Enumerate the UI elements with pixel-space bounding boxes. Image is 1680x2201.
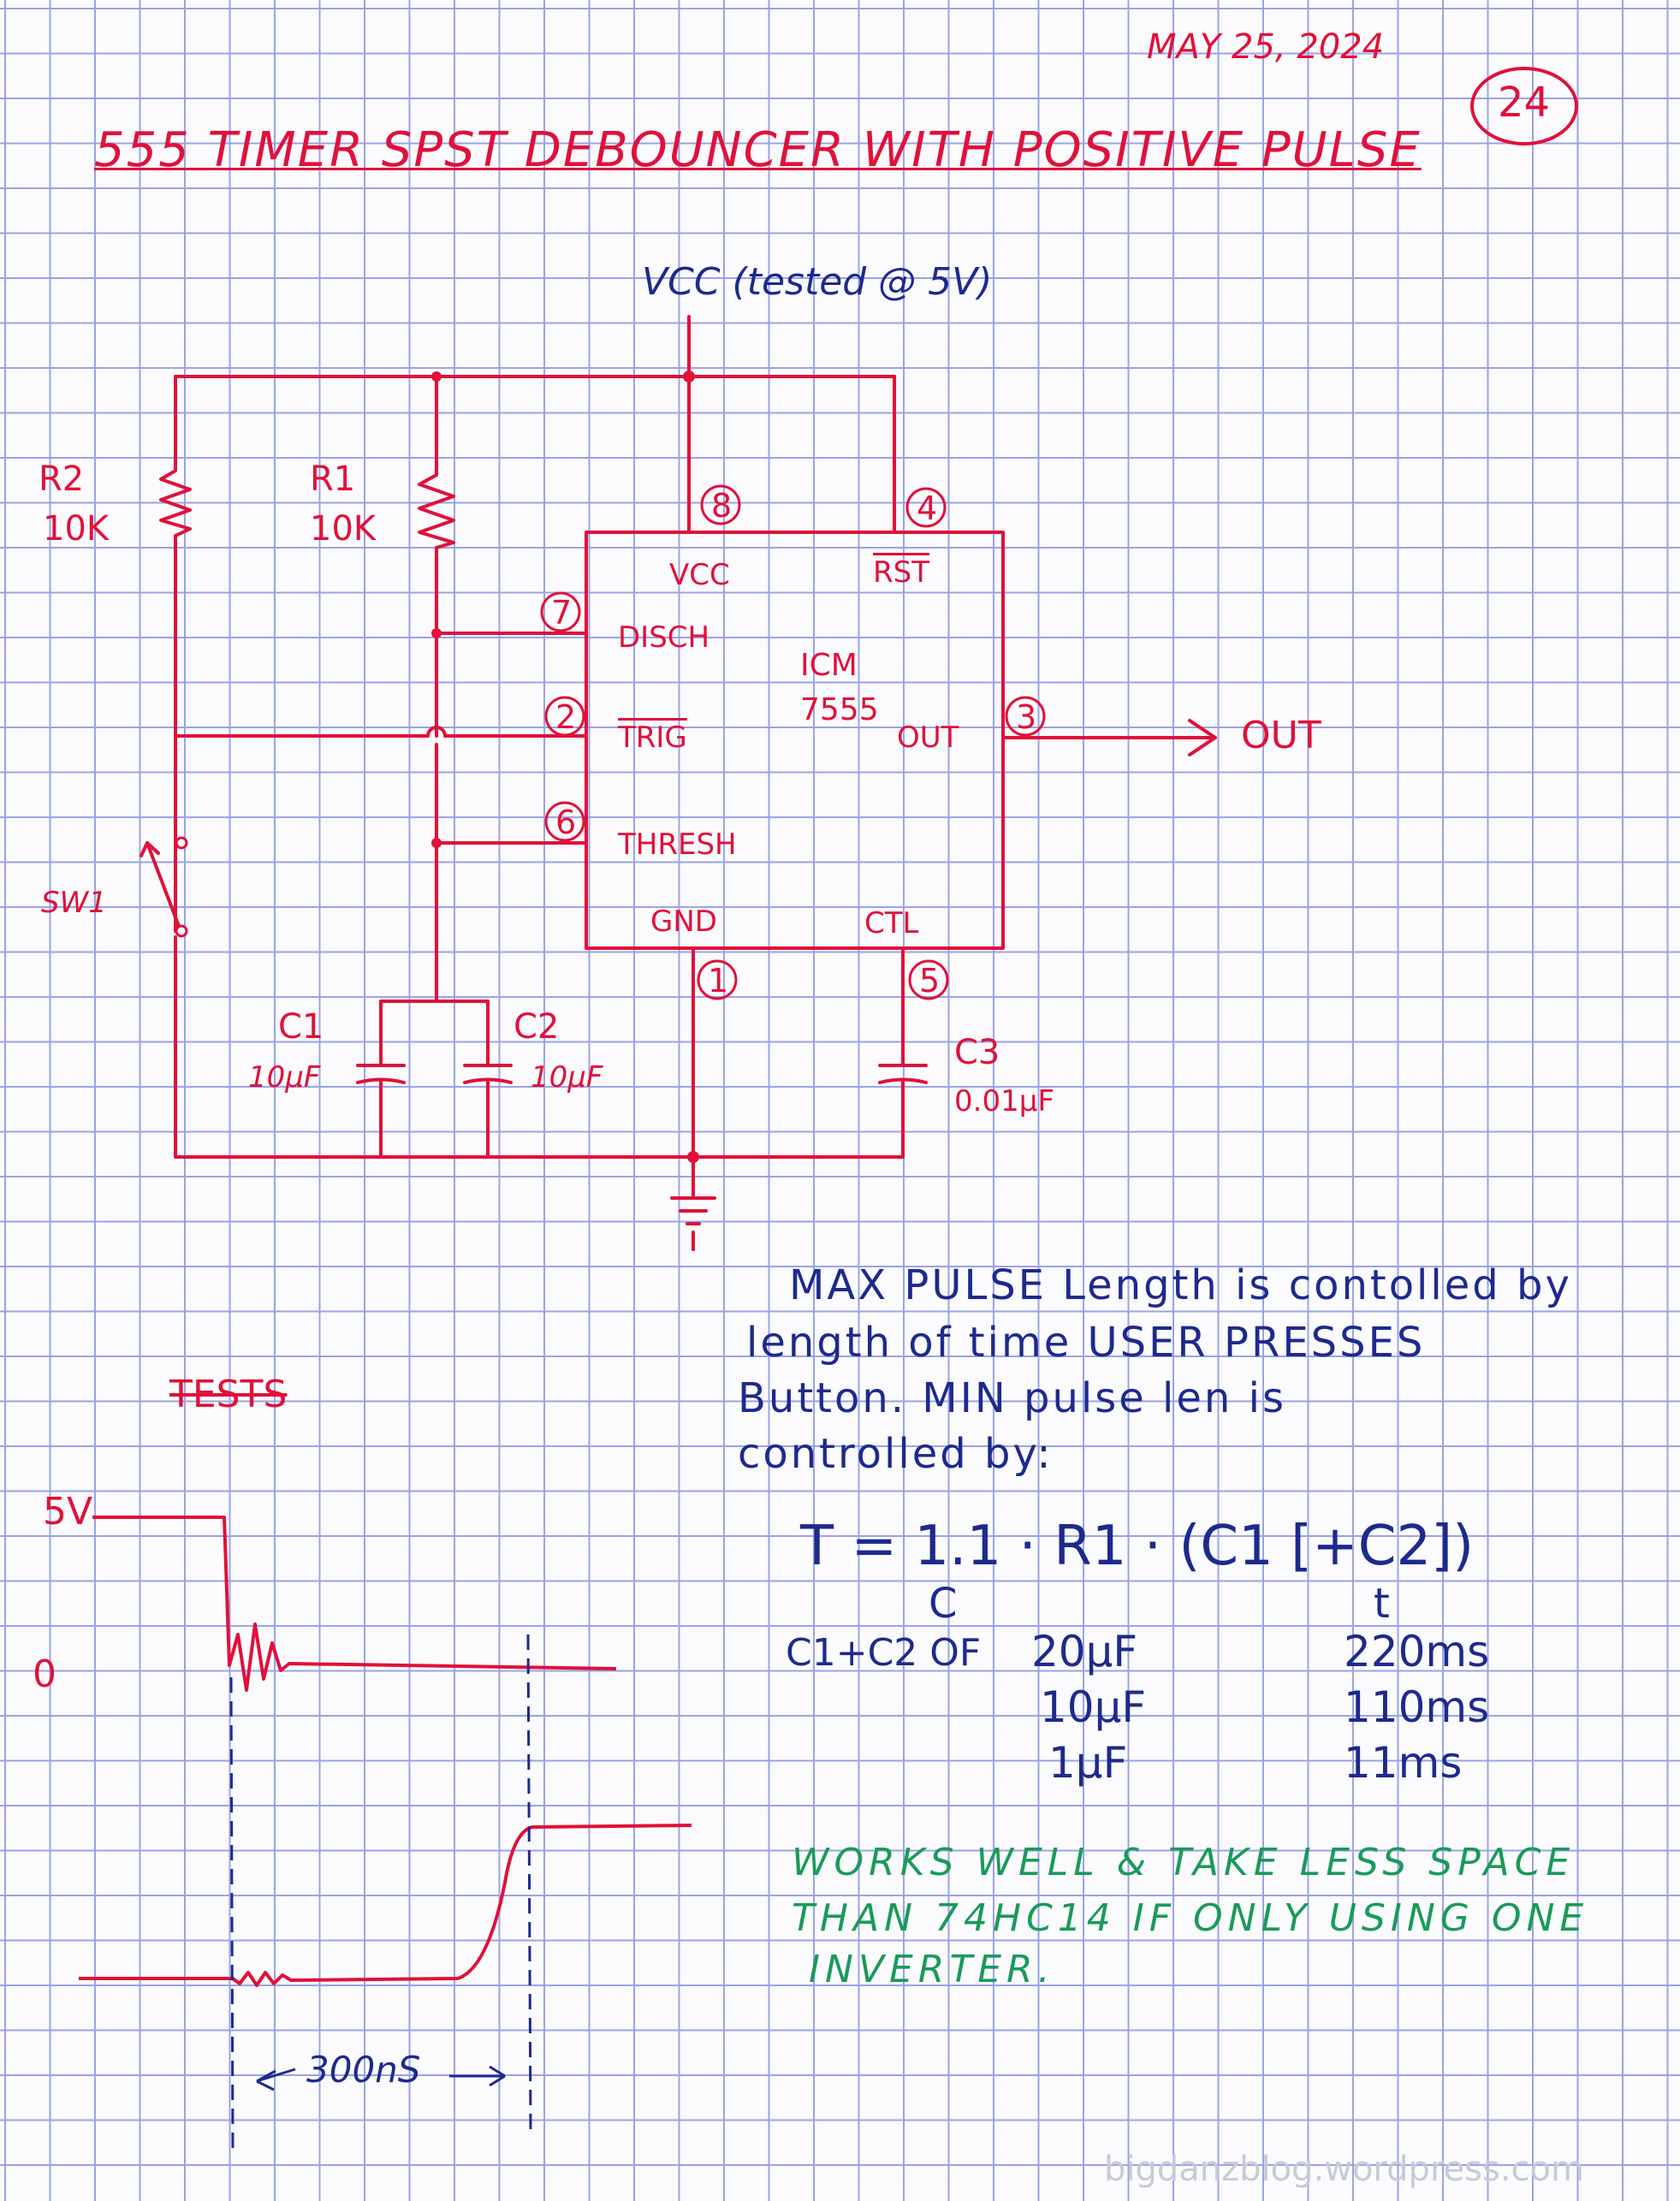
pin-5-number: 5 (919, 962, 941, 1000)
pin-1-number: 1 (708, 962, 729, 1000)
output-trace (79, 1824, 692, 1987)
green-note-line-3: INVERTER. (809, 1948, 1055, 1991)
pin-circle-1 (697, 959, 738, 1000)
c3-cap (878, 946, 928, 1159)
pin-circle-6 (544, 801, 585, 842)
pin-label-out: OUT (897, 721, 959, 755)
pin-label-vcc: VCC (669, 558, 730, 592)
interval-arrow-left (256, 2068, 296, 2091)
r1-name: R1 (310, 460, 356, 499)
ic-body (585, 531, 1005, 950)
table-c-row1: 20µF (1031, 1627, 1138, 1676)
r1-resistor (418, 465, 455, 554)
marker-left (229, 1676, 234, 2149)
pin-label-trig: TRIG (618, 721, 687, 755)
c2-value: 10µF (531, 1060, 603, 1095)
page-number-circle (1470, 67, 1578, 145)
pin-8-number: 8 (711, 487, 733, 525)
table-col-c: C (929, 1580, 958, 1628)
junction-dot (431, 371, 442, 382)
green-note-line-1: WORKS WELL & TAKE LESS SPACE (792, 1841, 1576, 1884)
interval-label: 300nS (306, 2049, 421, 2091)
green-note-line-2: THAN 74HC14 IF ONLY USING ONE (792, 1896, 1589, 1940)
pin-circle-4 (905, 487, 947, 528)
table-t-row1: 220ms (1344, 1627, 1490, 1676)
pin-label-disch: DISCH (618, 620, 710, 655)
junction-dot (687, 1151, 699, 1163)
pin-7-number: 7 (551, 594, 573, 632)
y-label-0: 0 (33, 1652, 56, 1696)
note-line-4: controlled by: (738, 1430, 1054, 1478)
page-number: 24 (1498, 79, 1551, 127)
watermark: bigdanzblog.wordpress.com (1104, 2150, 1584, 2189)
vcc-label: VCC (tested @ 5V) (642, 260, 993, 304)
c3-value: 0.01µF (954, 1084, 1054, 1118)
switch-contact (175, 836, 188, 850)
r1-value: 10K (310, 509, 377, 549)
pin-6-number: 6 (555, 804, 577, 841)
pin-3-number: 3 (1016, 698, 1037, 736)
junction-dot (683, 371, 695, 383)
tests-heading: TESTS (169, 1373, 288, 1416)
junction-dot (431, 628, 442, 638)
table-c-row2: 10µF (1040, 1682, 1147, 1732)
junction-dot (431, 838, 442, 848)
table-prefix: C1+C2 OF (786, 1631, 982, 1675)
r2-resistor (159, 460, 192, 541)
switch (140, 837, 181, 933)
marker-right (526, 1634, 532, 2132)
c1-name: C1 (278, 1007, 324, 1047)
pin-circle-2 (544, 696, 585, 737)
page-title: 555 TIMER SPST DEBOUNCER WITH POSITIVE P… (94, 122, 1422, 178)
pin-label-gnd: GND (650, 905, 717, 939)
c2-cap (463, 1000, 513, 1159)
r2-name: R2 (39, 460, 85, 499)
c1-cap (356, 1000, 406, 1159)
table-c-row3: 1µF (1048, 1738, 1128, 1788)
note-line-3: Button. MIN pulse len is (738, 1374, 1286, 1422)
pin-2-number: 2 (555, 698, 577, 736)
c1-value: 10µF (248, 1060, 321, 1095)
pin-circle-3 (1005, 696, 1046, 737)
out-wire (1001, 719, 1217, 756)
pin-label-ctl: CTL (864, 906, 919, 940)
trig-wire (174, 726, 588, 738)
date: MAY 25, 2024 (1147, 27, 1385, 67)
switch-contact (175, 924, 188, 938)
c2-name: C2 (513, 1007, 560, 1047)
table-t-row3: 11ms (1344, 1738, 1463, 1788)
out-label: OUT (1241, 714, 1321, 757)
input-trace (92, 1516, 617, 1692)
note-line-2: length of time USER PRESSES (746, 1319, 1426, 1367)
ic-part: 7555 (800, 692, 879, 727)
switch-label: SW1 (41, 886, 107, 920)
note-line-1: MAX PULSE Length is contolled by (789, 1261, 1572, 1309)
table-t-row2: 110ms (1344, 1682, 1490, 1732)
ic-name: ICM (800, 648, 858, 683)
pin-circle-7 (540, 591, 581, 632)
pin-circle-8 (700, 484, 741, 525)
pin-circle-5 (908, 959, 949, 1000)
interval-arrow-right (449, 2065, 506, 2087)
c3-name: C3 (954, 1033, 1000, 1072)
table-col-t: t (1374, 1580, 1390, 1628)
pin-4-number: 4 (917, 489, 938, 527)
r2-value: 10K (43, 509, 110, 549)
y-label-5v: 5V (43, 1490, 93, 1534)
pin-label-rst: RST (873, 555, 929, 590)
cap-bus (379, 991, 490, 1003)
formula: T = 1.1 · R1 · (C1 [+C2]) (800, 1515, 1475, 1578)
pin-label-thresh: THRESH (618, 828, 737, 862)
